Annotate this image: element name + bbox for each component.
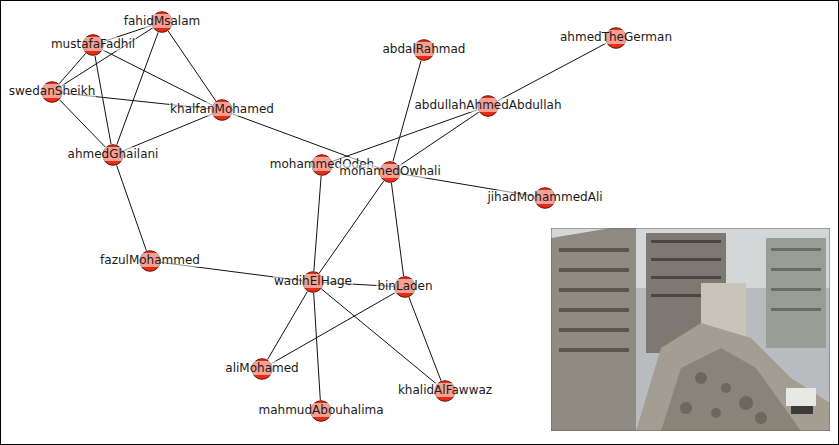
person-node: ahmedTheGerman [605,27,627,49]
node-label: swedanSheikh [8,84,97,98]
link-line [123,114,212,151]
person-node: aliMohamed [251,358,273,380]
node-label: abdalRahmad [382,42,467,56]
link-line [117,165,147,250]
node-label: ahmedGhailani [67,147,160,161]
link-line [332,110,477,162]
link-line [399,112,479,166]
person-node: wadihElHage [302,271,324,293]
link-line [409,297,441,380]
person-node: binLaden [394,276,416,298]
node-label: ahmedTheGerman [559,30,673,44]
person-node: jihadMohammedAli [534,187,556,209]
link-line [60,100,106,147]
person-node: swedanSheikh [41,81,63,103]
node-label: aliMohamed [224,361,299,375]
person-node: ahmedGhailani [102,144,124,166]
person-node: khalidAlFawwaz [434,380,456,402]
person-node: mohammedOdeh [311,154,333,176]
person-node: khalfanMohamed [211,99,233,121]
bombing-site-photo [551,228,830,431]
person-node: abdullahAhmedAbdullah [477,95,499,117]
link-line [272,292,396,363]
node-label: mahmudAbouhalima [258,403,385,417]
node-label: khalidAlFawwaz [397,383,493,397]
node-label: jihadMohammedAli [486,190,603,204]
person-node: mahmudAbouhalima [310,400,332,422]
person-node: abdalRahmad [413,39,435,61]
person-node: fazulMohammed [139,250,161,272]
node-label: abdullahAhmedAbdullah [414,98,563,112]
person-node: fahidMsalam [151,11,173,33]
link-line [168,31,216,101]
link-line [321,289,436,384]
link-line [268,291,308,359]
link-line [391,183,403,276]
node-label: binLaden [376,279,433,293]
person-node: mohamedOwhali [379,161,401,183]
node-label: fahidMsalam [123,14,201,28]
link-line [103,50,212,105]
link-line [498,43,607,101]
node-label: mustafaFadhil [50,37,136,51]
node-label: fazulMohammed [99,253,201,267]
link-line [95,56,111,144]
link-line [314,176,321,271]
node-label: wadihElHage [273,274,353,288]
node-label: khalfanMohamed [169,102,275,116]
node-label: mohamedOwhali [338,164,442,178]
person-node: mustafaFadhil [82,34,104,56]
link-line [319,181,383,273]
link-line [314,293,321,400]
